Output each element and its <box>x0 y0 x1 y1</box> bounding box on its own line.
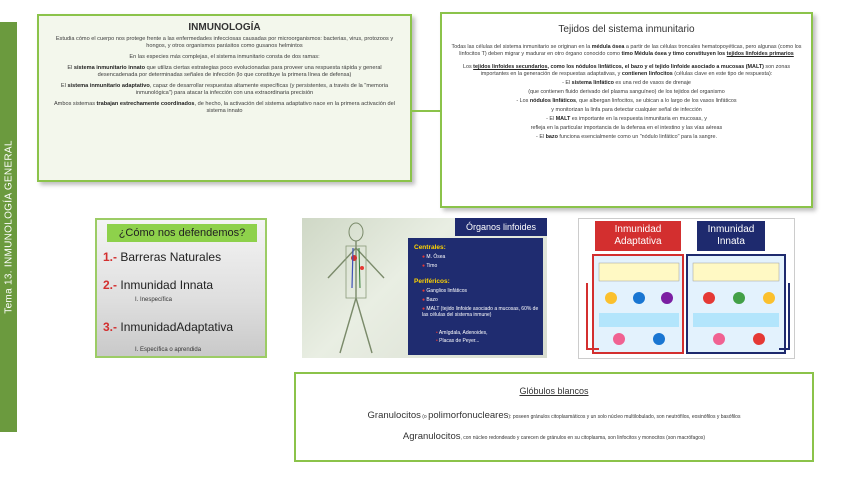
spleen-text: - El bazo funciona esencialmente como un… <box>536 134 717 140</box>
inmunologia-branches-intro: En las especies más complejas, el sistem… <box>129 54 320 60</box>
tejidos-title: Tejidos del sistema inmunitario <box>558 24 695 35</box>
chapter-sidebar: Tema 13. INMUNOLOGÍA GENERAL <box>0 22 17 432</box>
globulos-title: Glóbulos blancos <box>519 386 589 396</box>
malt-detail: refleja en la particular importancia de … <box>530 125 723 131</box>
tejidos-primary-text: Todas las células del sistema inmunitari… <box>451 44 802 57</box>
organs-panel: Centrales: ● M. Ósea ● Timo Periféricos:… <box>408 238 543 355</box>
inmunologia-title: INMUNOLOGÍA <box>188 22 261 33</box>
defense-sub-2: I. Específica o aprendida <box>135 347 202 353</box>
lymph-nodes-detail: y monitorizan la linfa para detectar cua… <box>551 107 702 113</box>
tejidos-secondary-text: Los tejidos linfoides secundarios, como … <box>462 64 791 77</box>
immunity-cells-illustration <box>586 254 790 354</box>
innate-system-text: El sistema inmunitario innato que utiliz… <box>67 65 382 78</box>
peripheral-organ-2: ● Bazo <box>422 297 438 303</box>
extra-organ-2: • Placas de Peyer... <box>436 338 480 344</box>
defense-item-3: 3.- InmunidadAdaptativa <box>103 320 234 334</box>
coordination-text: Ambos sistemas trabajan estrechamente co… <box>53 101 396 114</box>
defense-slide-image: ¿Cómo nos defendemos? 1.- Barreras Natur… <box>95 218 267 358</box>
connector-line <box>412 110 440 112</box>
adaptive-system-text: El sistema inmunitario adaptativo, capaz… <box>60 83 389 96</box>
chapter-title: Tema 13. INMUNOLOGÍA GENERAL <box>3 140 14 314</box>
extra-organ-1: • Amígdala, Adenoides, <box>436 330 488 336</box>
tejidos-box: Tejidos del sistema inmunitario Todas la… <box>440 12 813 208</box>
organs-header: Órganos linfoides <box>455 218 547 236</box>
peripheral-organ-1: ● Ganglios linfáticos <box>422 288 467 294</box>
lymphoid-organs-image: Órganos linfoides Centrales: ● M. Ósea ●… <box>302 218 547 358</box>
adaptive-immunity-label: Inmunidad Adaptativa <box>595 221 681 251</box>
defense-item-1: 1.- Barreras Naturales <box>103 250 222 264</box>
central-organ-2: ● Timo <box>422 263 438 269</box>
central-organs-label: Centrales: <box>414 244 446 251</box>
inmunologia-box: INMUNOLOGÍA Estudia cómo el cuerpo nos p… <box>37 14 412 182</box>
agranulocitos-text: Agranulocitos, con núcleo redondeado y c… <box>402 431 706 442</box>
defense-sub-1: I. Inespecífica <box>135 297 173 303</box>
inmunologia-definition: Estudia cómo el cuerpo nos protege frent… <box>55 36 394 49</box>
central-organ-1: ● M. Ósea <box>422 254 446 260</box>
peripheral-organ-3: ● MALT (tejido linfoide asociado a mucos… <box>422 306 539 318</box>
lymphatic-system-text: - El sistema linfático es una red de vas… <box>562 80 691 86</box>
malt-text: - El MALT es importante en la respuesta … <box>546 116 707 122</box>
immunity-diagram-image: Inmunidad Adaptativa Inmunidad Innata <box>578 218 795 359</box>
defense-banner: ¿Cómo nos defendemos? <box>107 224 257 242</box>
body-figure-illustration <box>327 222 385 354</box>
peripheral-organs-label: Periféricos: <box>414 278 450 285</box>
defense-item-2: 2.- Inmunidad Innata <box>103 278 214 292</box>
globulos-box: Glóbulos blancos Granulocitos (o polimor… <box>294 372 814 462</box>
lymph-nodes-text: - Los nódulos linfáticos, que albergan l… <box>516 98 737 104</box>
lymphatic-system-detail: (que contienen fluido derivado del plasm… <box>528 89 725 95</box>
innate-immunity-label: Inmunidad Innata <box>697 221 765 251</box>
granulocitos-text: Granulocitos (o polimorfonucleares): pos… <box>367 410 741 421</box>
